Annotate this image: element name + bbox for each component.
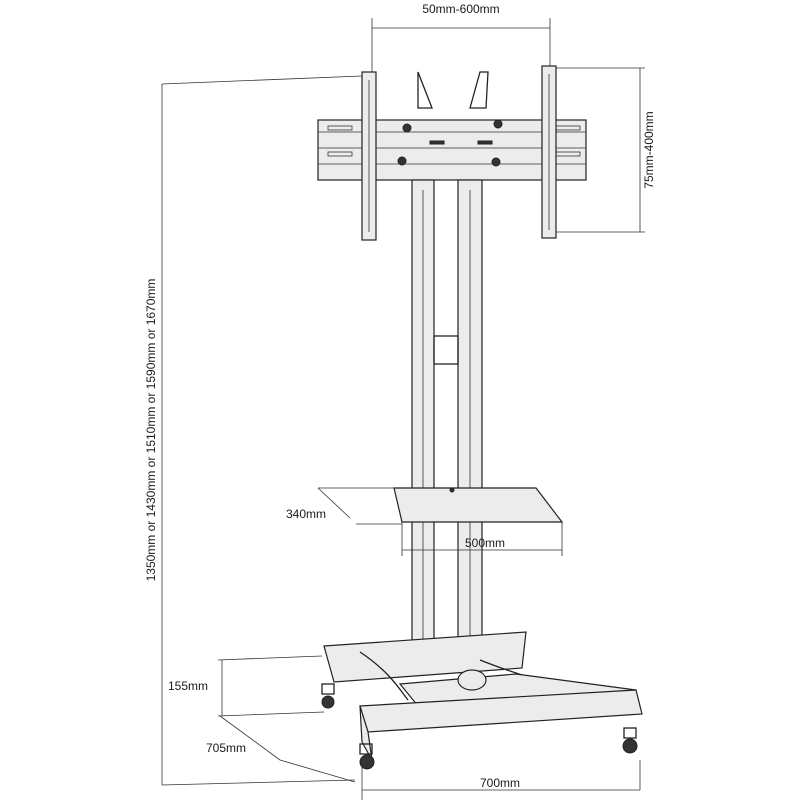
- total-height-label: 1350mm or 1430mm or 1510mm or 1590mm or …: [144, 279, 158, 582]
- shelf-width-dimension: 500mm: [401, 522, 563, 556]
- base-depth-dimension: 705mm: [206, 715, 356, 783]
- shelf: [393, 487, 564, 523]
- column-pair: [411, 179, 483, 671]
- base-height-dimension: 155mm: [168, 655, 325, 717]
- base-width-label: 700mm: [480, 776, 520, 790]
- total-height-dimension: 1350mm or 1430mm or 1510mm or 1590mm or …: [144, 75, 363, 786]
- base: [321, 631, 643, 770]
- shelf-depth-label: 340mm: [286, 507, 326, 521]
- base-depth-label: 705mm: [206, 741, 246, 755]
- vesa-width-label: 50mm-600mm: [422, 2, 499, 16]
- shelf-depth-dimension: 340mm: [286, 487, 402, 525]
- base-width-dimension: 700mm: [361, 760, 641, 800]
- caster-front-left: [359, 743, 375, 770]
- shelf-width-label: 500mm: [465, 536, 505, 550]
- vesa-height-label: 75mm-400mm: [642, 111, 656, 188]
- caster-front-right: [622, 727, 638, 754]
- base-height-label: 155mm: [168, 679, 208, 693]
- vesa-bracket: [317, 65, 587, 241]
- vesa-width-dimension: 50mm-600mm: [371, 2, 551, 80]
- caster-rear-left: [321, 683, 335, 709]
- vesa-height-dimension: 75mm-400mm: [555, 67, 656, 233]
